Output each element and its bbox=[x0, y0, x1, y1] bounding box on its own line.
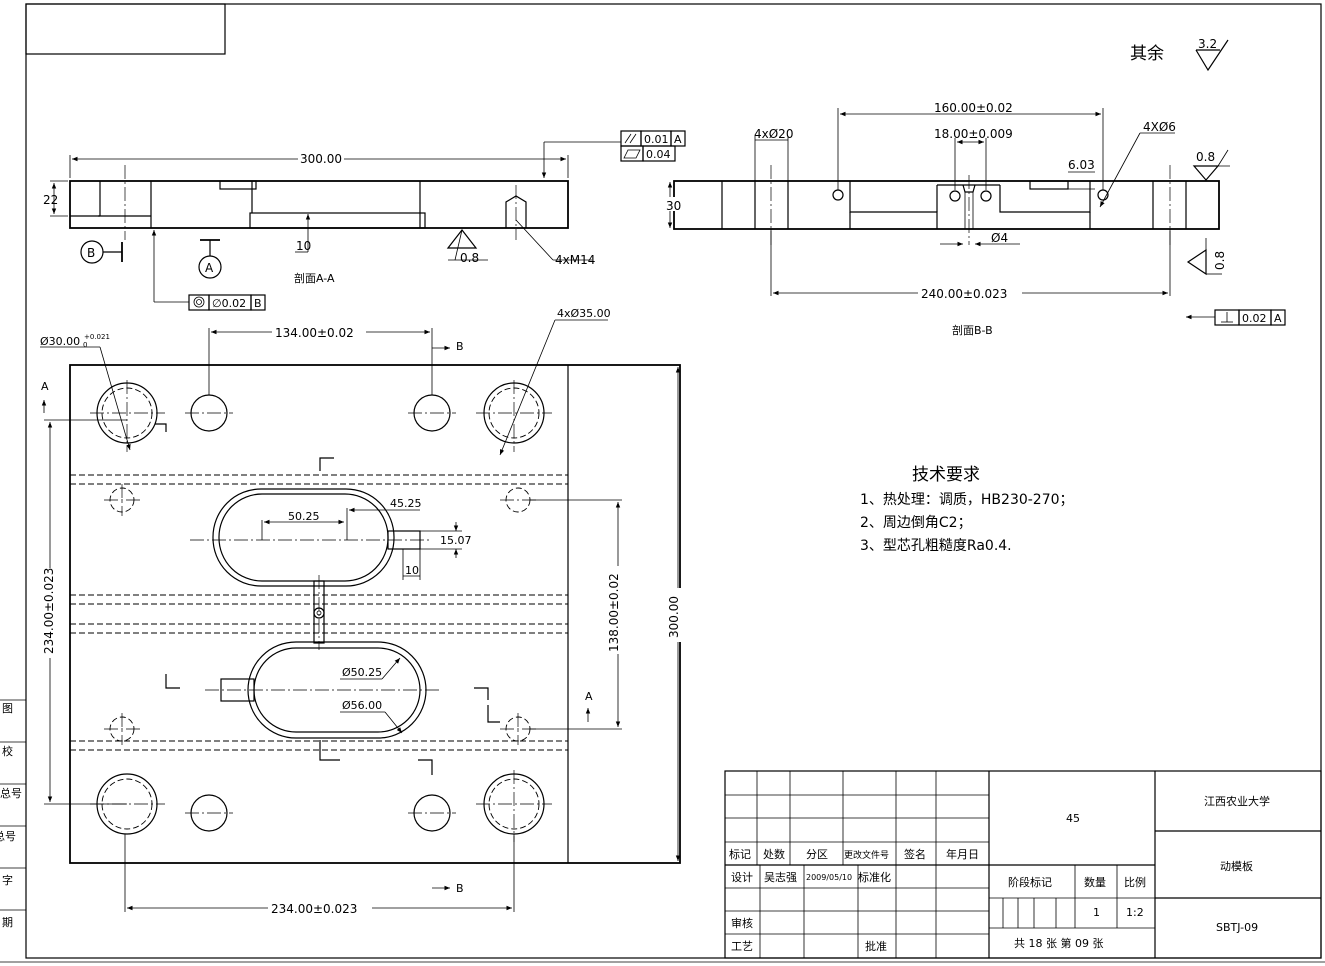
design-label: 设计 bbox=[731, 871, 753, 884]
review-label: 审核 bbox=[731, 916, 753, 930]
mark-b-bottom: B bbox=[456, 882, 464, 895]
tech-req-item: 1、热处理：调质，HB230-270； bbox=[860, 492, 1074, 508]
drawing-no: SBTJ-09 bbox=[1216, 921, 1258, 934]
process-label: 工艺 bbox=[731, 940, 753, 953]
h-zone: 分区 bbox=[806, 848, 828, 861]
h-count: 处数 bbox=[763, 848, 785, 861]
dim-d4: Ø4 bbox=[991, 231, 1008, 245]
title-block: 45 江西农业大学 动模板 SBTJ-09 标记 处数 分区 更改文件号 签名 … bbox=[724, 770, 1322, 959]
tech-req-item: 3、型芯孔粗糙度Ra0.4. bbox=[860, 538, 1012, 554]
fcf-parallel-datum: A bbox=[674, 133, 682, 146]
rest-roughness: 其余 3.2 bbox=[1130, 37, 1229, 72]
margin-label: 期 bbox=[2, 916, 13, 929]
dim-d5025: Ø50.25 bbox=[342, 666, 382, 679]
dim-hole6: 4XØ6 bbox=[1143, 120, 1176, 134]
sheets: 共 18 张 第 09 张 bbox=[1014, 936, 1103, 950]
h-date: 年月日 bbox=[946, 847, 979, 861]
designer: 吴志强 bbox=[764, 871, 797, 884]
scale-label: 比例 bbox=[1124, 875, 1146, 889]
section-bb: 160.00±0.02 18.00±0.009 4xØ20 4XØ6 6.03 … bbox=[662, 101, 1286, 337]
section-aa: 300.00 22 10 0.8 4xM14 B A bbox=[43, 130, 686, 311]
approve-label: 批准 bbox=[865, 939, 887, 953]
qty: 1 bbox=[1093, 906, 1100, 919]
dim-10-plan: 10 bbox=[405, 564, 419, 577]
thread-label: 4xM14 bbox=[555, 253, 595, 267]
roughness-aa: 0.8 bbox=[460, 251, 479, 265]
margin-label: 字 bbox=[2, 873, 13, 887]
dim-160: 160.00±0.02 bbox=[934, 101, 1013, 115]
dim-134: 134.00±0.02 bbox=[275, 326, 354, 340]
part-name: 动模板 bbox=[1220, 859, 1253, 873]
dim-138: 138.00±0.02 bbox=[607, 573, 621, 652]
margin-label: 校 bbox=[2, 744, 13, 758]
dim-5025: 50.25 bbox=[288, 510, 320, 523]
tech-req-item: 2、周边倒角C2； bbox=[860, 515, 972, 531]
section-aa-title: 剖面A-A bbox=[294, 271, 335, 285]
mark-a-top: A bbox=[41, 380, 49, 393]
corner-box bbox=[25, 3, 226, 55]
mark-b-top: B bbox=[456, 340, 464, 353]
dim-234h: 234.00±0.023 bbox=[271, 902, 357, 916]
dim-d30-tol-low: 0 bbox=[83, 341, 87, 349]
h-mark: 标记 bbox=[729, 847, 751, 861]
margin-label: 图 bbox=[2, 702, 13, 715]
left-margin-stamps: 图 校 总号 总号 字 期 bbox=[0, 699, 26, 929]
dim-d30-tol: +0.021 bbox=[84, 333, 110, 341]
dim-240: 240.00±0.023 bbox=[921, 287, 1007, 301]
fcf-flatness-value: 0.04 bbox=[646, 148, 671, 161]
tech-req-title: 技术要求 bbox=[912, 465, 980, 485]
standard-label: 标准化 bbox=[858, 870, 891, 884]
dim-4x35: 4xØ35.00 bbox=[557, 307, 611, 320]
fcf-parallel-value: 0.01 bbox=[644, 133, 669, 146]
dim-30: 30 bbox=[666, 199, 681, 213]
drawing-frame bbox=[25, 3, 1322, 959]
fcf-coaxial-value: ∅0.02 bbox=[212, 297, 246, 310]
dim-1507: 15.07 bbox=[440, 534, 472, 547]
stage-label: 阶段标记 bbox=[1008, 875, 1052, 889]
h-sign: 签名 bbox=[904, 847, 926, 861]
dim-22: 22 bbox=[43, 193, 58, 207]
section-bb-title: 剖面B-B bbox=[952, 323, 993, 337]
datum-a: A bbox=[205, 261, 214, 275]
qty-label: 数量 bbox=[1084, 876, 1106, 889]
dim-10: 10 bbox=[296, 239, 311, 253]
mark-a-right: A bbox=[585, 690, 593, 703]
dim-4525: 45.25 bbox=[390, 497, 422, 510]
tech-requirements: 技术要求 1、热处理：调质，HB230-270； 2、周边倒角C2； 3、型芯孔… bbox=[860, 465, 1074, 554]
dim-18: 18.00±0.009 bbox=[934, 127, 1013, 141]
dim-234v: 234.00±0.023 bbox=[42, 568, 56, 654]
rest-roughness-label: 其余 bbox=[1130, 44, 1164, 64]
margin-label: 总号 bbox=[0, 786, 22, 800]
h-doc: 更改文件号 bbox=[844, 849, 889, 861]
design-date: 2009/05/10 bbox=[806, 873, 852, 882]
school: 江西农业大学 bbox=[1204, 794, 1270, 808]
margin-label: 总号 bbox=[0, 829, 16, 843]
roughness-bb-top: 0.8 bbox=[1196, 150, 1215, 164]
scale: 1:2 bbox=[1126, 906, 1144, 919]
dim-d30: Ø30.00 bbox=[40, 335, 80, 348]
dim-300: 300.00 bbox=[300, 152, 342, 166]
roughness-bb-side: 0.8 bbox=[1213, 251, 1227, 270]
fcf-coaxial-datum: B bbox=[254, 297, 262, 310]
dim-hole20: 4xØ20 bbox=[754, 127, 793, 141]
plan-view: A A B B Ø30.00 +0.021 0 134.00±0.02 4xØ3… bbox=[40, 307, 685, 916]
rest-roughness-value: 3.2 bbox=[1198, 37, 1217, 51]
fcf-perp-datum: A bbox=[1274, 312, 1282, 325]
material: 45 bbox=[1066, 812, 1080, 825]
fcf-perp-value: 0.02 bbox=[1242, 312, 1267, 325]
datum-b: B bbox=[87, 246, 95, 260]
dim-d5600: Ø56.00 bbox=[342, 699, 382, 712]
dim-300v: 300.00 bbox=[667, 596, 681, 638]
dim-603: 6.03 bbox=[1068, 158, 1095, 172]
